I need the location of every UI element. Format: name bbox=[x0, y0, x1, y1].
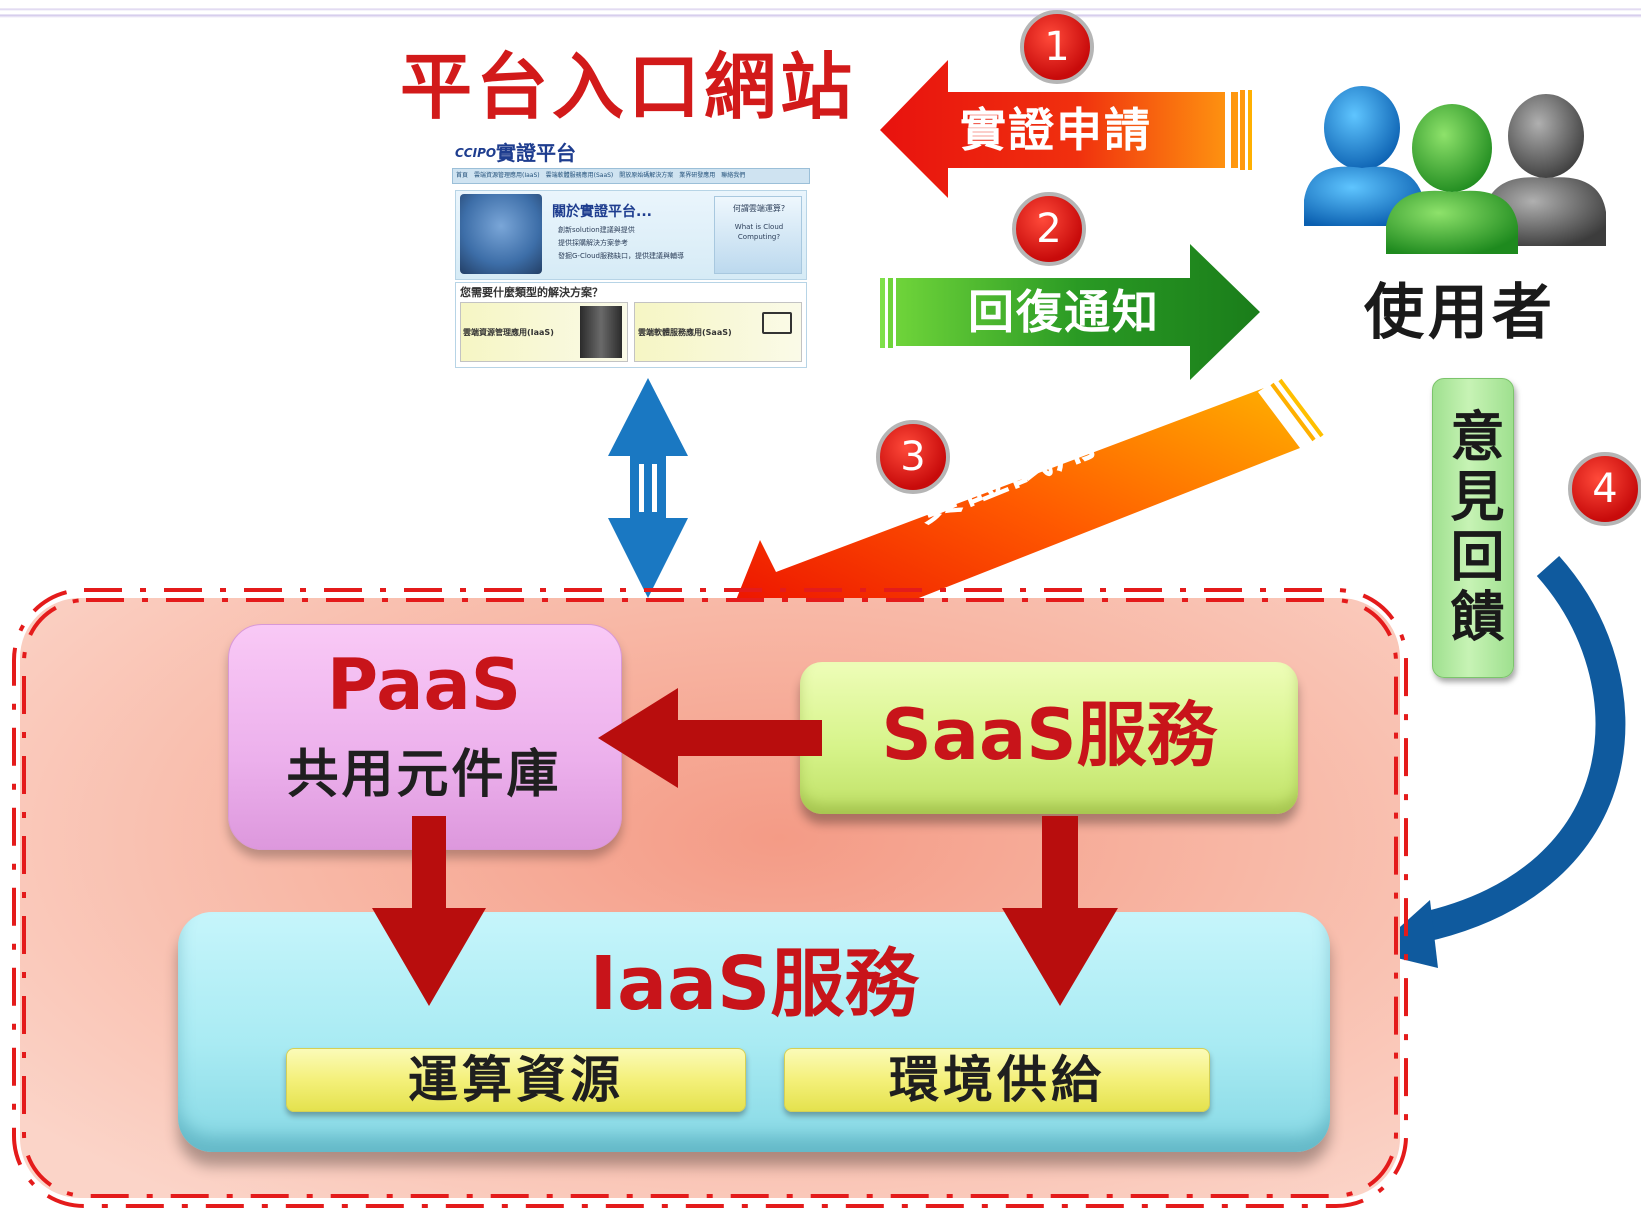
paas-subtitle: 共用元件庫 bbox=[286, 745, 562, 805]
step-badge-4: 4 bbox=[1568, 452, 1641, 526]
saas-to-iaas-arrow bbox=[1002, 816, 1118, 1006]
portal-hero-title: 關於實證平台... bbox=[552, 204, 652, 220]
portal-logo: CCIPO bbox=[455, 146, 497, 160]
notify-arrow bbox=[880, 244, 1260, 380]
user-label: 使用者 bbox=[1364, 278, 1556, 348]
portal-site-title: 實證平台 bbox=[496, 141, 576, 165]
folder-icon bbox=[762, 312, 792, 334]
top-rule bbox=[0, 0, 1641, 22]
portal-title: 平台入口網站 bbox=[400, 45, 857, 129]
paas-to-iaas-arrow bbox=[372, 816, 486, 1006]
saas-to-paas-arrow bbox=[598, 688, 822, 788]
saas-title: SaaS服務 bbox=[881, 694, 1217, 776]
apply-arrow-label: 實證申請 bbox=[960, 103, 1152, 157]
iaas-title: IaaS服務 bbox=[589, 941, 919, 1027]
portal-hero-bullet: 創新solution建議與提供 bbox=[558, 226, 635, 234]
saas-box bbox=[800, 662, 1298, 814]
portal-nav: 首頁 雲端資源管理應用(IaaS) 雲端軟體服務應用(SaaS) 開放原始碼解決… bbox=[452, 168, 810, 184]
portal-hero-bullet: 發掘G-Cloud服務缺口，提供建議與輔導 bbox=[558, 252, 684, 260]
server-icon bbox=[580, 306, 622, 358]
step-badge-1: 1 bbox=[1020, 10, 1094, 84]
portal-hero-bullet: 提供採購解決方案參考 bbox=[558, 239, 628, 247]
paas-title: PaaS bbox=[326, 644, 522, 726]
step-badge-3: 3 bbox=[876, 420, 950, 494]
notify-arrow-label: 回復通知 bbox=[968, 285, 1160, 339]
feedback-box bbox=[1432, 378, 1514, 678]
step-badge-2: 2 bbox=[1012, 192, 1086, 266]
portal-platform-arrow bbox=[608, 378, 688, 598]
portal-side-panel bbox=[714, 196, 802, 274]
portal-side-text: What is Cloud Computing? bbox=[734, 223, 784, 241]
paas-box bbox=[228, 624, 622, 850]
portal-side-title: 何謂雲端運算? bbox=[732, 204, 786, 213]
environment-supply-box: 環境供給 bbox=[784, 1048, 1210, 1112]
portal-card-iaas-label: 雲端資源管理應用(IaaS) bbox=[463, 328, 554, 337]
feedback-label: 意見回饋 bbox=[1441, 408, 1504, 648]
apply-arrow bbox=[880, 60, 1252, 198]
portal-hero-image bbox=[460, 194, 542, 274]
portal-card-saas-label: 雲端軟體服務應用(SaaS) bbox=[638, 328, 732, 337]
user-green-icon bbox=[1386, 104, 1518, 254]
compute-resource-box: 運算資源 bbox=[286, 1048, 746, 1112]
portal-question: 您需要什麼類型的解決方案？ bbox=[460, 286, 603, 299]
iaas-box bbox=[178, 912, 1330, 1152]
